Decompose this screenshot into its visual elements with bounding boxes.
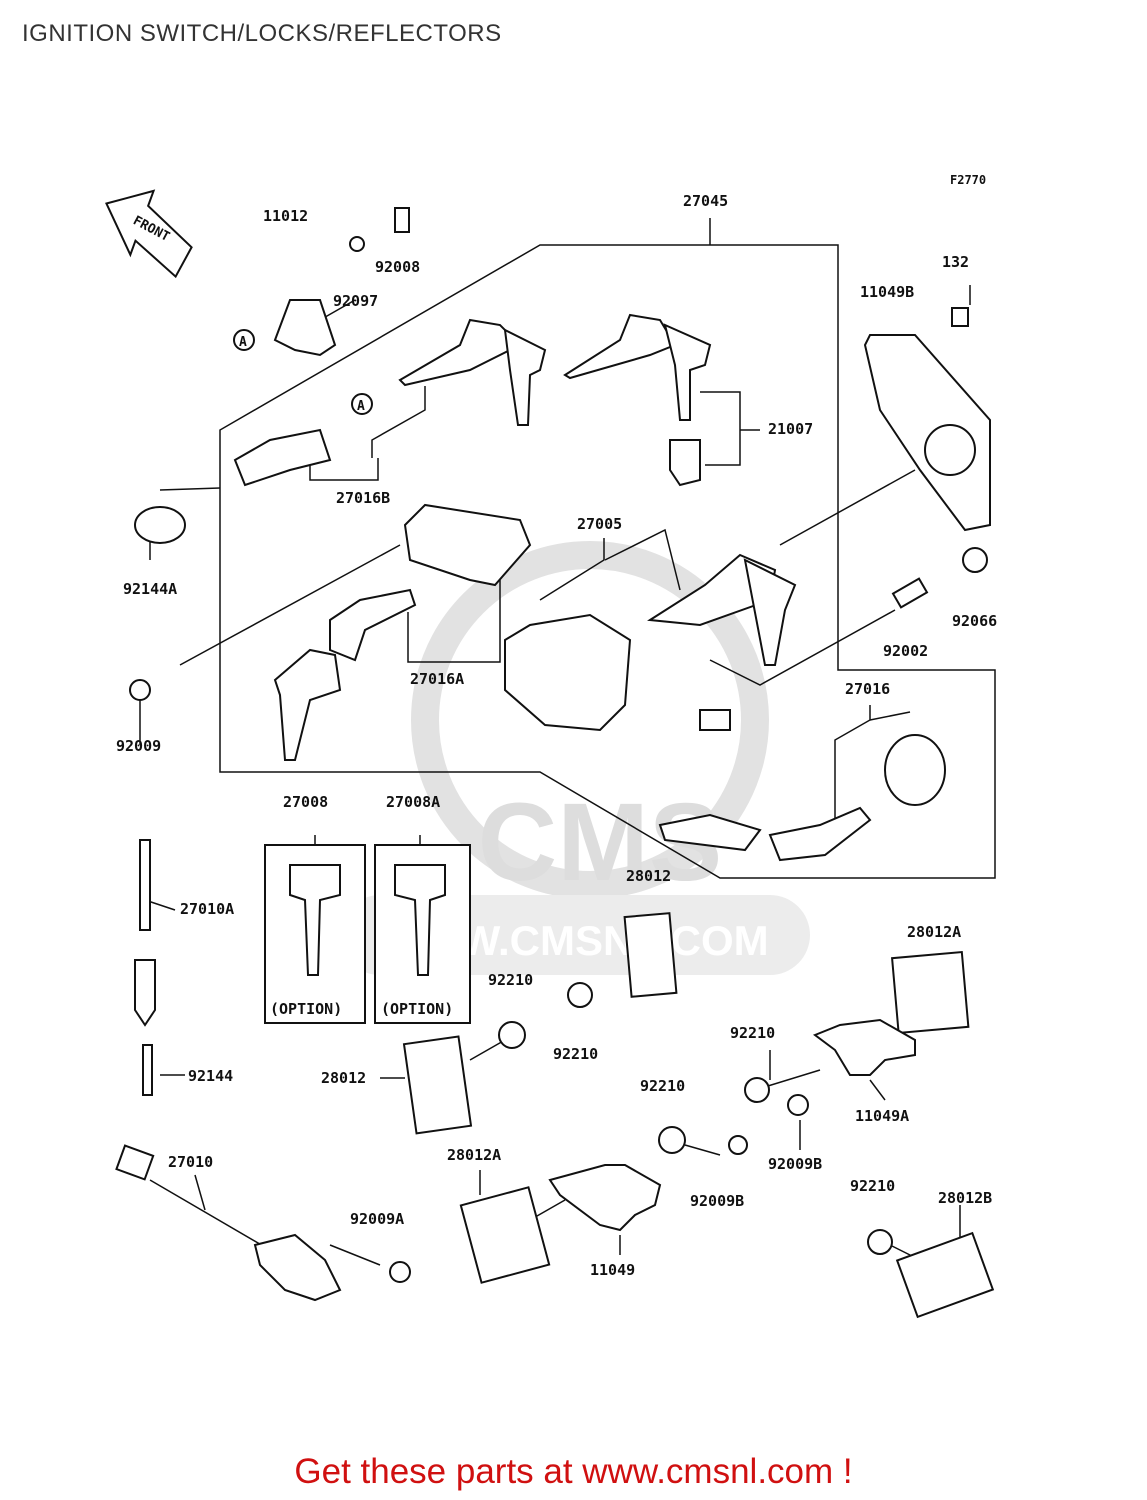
- key-mid-left: [273, 648, 342, 761]
- reflector-28012A-bottom: [459, 1186, 551, 1284]
- label-21007: 21007: [768, 420, 813, 438]
- label-27016A: 27016A: [410, 670, 464, 688]
- lock-27016: [884, 734, 946, 806]
- label-27008: 27008: [283, 793, 328, 811]
- spring-92144A: [134, 506, 186, 544]
- label-92009: 92009: [116, 737, 161, 755]
- label-27016: 27016: [845, 680, 890, 698]
- callout-a2-icon: [351, 393, 373, 415]
- wire-27010: [149, 1179, 271, 1251]
- label-92066: 92066: [952, 612, 997, 630]
- label-92002: 92002: [883, 642, 928, 660]
- label-27045: 27045: [683, 192, 728, 210]
- label-92210-e: 92210: [850, 1177, 895, 1195]
- footer-cta-link[interactable]: Get these parts at www.cmsnl.com !: [294, 1452, 853, 1491]
- label-27010A: 27010A: [180, 900, 234, 918]
- screw-92009A: [389, 1261, 411, 1283]
- label-27016B: 27016B: [336, 489, 390, 507]
- washer-92097: [349, 236, 365, 252]
- label-27010: 27010: [168, 1153, 213, 1171]
- label-11049A: 11049A: [855, 1107, 909, 1125]
- callout-a-label: A: [239, 335, 247, 350]
- label-92210-d: 92210: [640, 1077, 685, 1095]
- label-92009B-b: 92009B: [690, 1192, 744, 1210]
- label-92009A: 92009A: [350, 1210, 404, 1228]
- label-11049B: 11049B: [860, 283, 914, 301]
- key-top-right: [563, 313, 677, 380]
- label-92144: 92144: [188, 1067, 233, 1085]
- reflector-28012B: [895, 1231, 995, 1319]
- key-mid-right-b: [743, 558, 797, 666]
- figure-code: F2770: [950, 173, 986, 187]
- callout-a2-label: A: [357, 399, 365, 414]
- spring-92144: [142, 1044, 153, 1096]
- key-27008A: [394, 864, 446, 976]
- bolt-132: [951, 307, 969, 327]
- page-title: IGNITION SWITCH/LOCKS/REFLECTORS: [22, 20, 502, 47]
- bracket-11049A: [812, 1018, 916, 1076]
- label-28012-top: 28012: [626, 867, 671, 885]
- switch-27010A: [139, 839, 151, 931]
- nut-92210-c: [744, 1077, 770, 1103]
- plate-11012: [273, 299, 337, 357]
- nut-92210-a: [498, 1021, 526, 1049]
- reflector-28012-left: [402, 1035, 473, 1135]
- key-27016-a: [658, 813, 762, 852]
- reflector-28012-top: [623, 912, 678, 998]
- screw-92008: [394, 207, 410, 233]
- switch-27010A-body: [134, 959, 156, 1027]
- plate-11049B: [863, 334, 991, 532]
- connector-27005: [699, 709, 731, 731]
- label-option-27008A: (OPTION): [381, 1000, 453, 1018]
- grommet-92066: [962, 547, 988, 573]
- key-27008: [289, 864, 341, 976]
- key-top-right-b: [663, 323, 712, 421]
- label-28012A-right: 28012A: [907, 923, 961, 941]
- key-27016-b: [768, 806, 872, 862]
- label-92144A: 92144A: [123, 580, 177, 598]
- connector-27010: [115, 1144, 155, 1181]
- label-27008A: 27008A: [386, 793, 440, 811]
- key-mid-right: [647, 553, 777, 627]
- label-28012B: 28012B: [938, 1189, 992, 1207]
- part-labels: 11012 92008 92097 27045 132 11049B 21007…: [116, 192, 997, 1279]
- label-92008: 92008: [375, 258, 420, 276]
- cap-21007: [669, 439, 701, 487]
- label-92210-b: 92210: [553, 1045, 598, 1063]
- leader-lines: [139, 218, 996, 1266]
- label-27005: 27005: [577, 515, 622, 533]
- label-11012: 11012: [263, 207, 308, 225]
- screw-92009B-b: [728, 1135, 748, 1155]
- bracket-11049: [548, 1164, 662, 1232]
- screw-92009B-a: [787, 1094, 809, 1116]
- plate-11049B-hole: [924, 424, 976, 476]
- part-shapes: A A: [115, 207, 995, 1319]
- label-92210-c: 92210: [730, 1024, 775, 1042]
- label-28012A-bottom: 28012A: [447, 1146, 501, 1164]
- key-top-left-b: [503, 328, 547, 426]
- key-mid-left-b: [329, 588, 417, 662]
- reflector-28012A-right: [890, 950, 970, 1034]
- label-11049: 11049: [590, 1261, 635, 1279]
- nut-92210-d: [658, 1126, 686, 1154]
- cylinder-27016B: [233, 428, 332, 487]
- key-top-left: [398, 318, 522, 387]
- label-option-27008: (OPTION): [270, 1000, 342, 1018]
- front-arrow-icon: FRONT: [105, 189, 193, 279]
- nut-92210-e: [867, 1229, 893, 1255]
- nut-92210-b: [567, 982, 593, 1008]
- screw-92009: [129, 679, 151, 701]
- bolt-92002: [891, 577, 929, 609]
- label-132: 132: [942, 253, 969, 271]
- ignition-switch-27005: [504, 613, 632, 732]
- lock-cover: [403, 503, 532, 587]
- label-92009B-a: 92009B: [768, 1155, 822, 1173]
- label-28012-left: 28012: [321, 1069, 366, 1087]
- label-92097: 92097: [333, 292, 378, 310]
- switch-27010: [253, 1233, 342, 1302]
- label-92210-a: 92210: [488, 971, 533, 989]
- callout-a-icon: [233, 329, 255, 351]
